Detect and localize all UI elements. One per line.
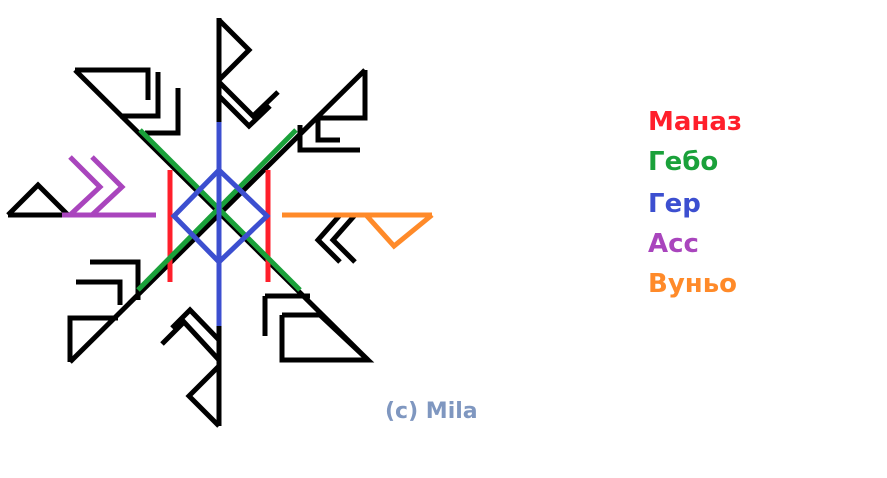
copyright-credit: (c) Mila (385, 399, 478, 424)
legend-item-wunjo: Вуньо (648, 269, 738, 299)
legend-item-ger: Гер (648, 189, 701, 219)
wunjo-rune-strokes (282, 212, 434, 250)
manaz-rune-strokes (167, 170, 271, 282)
legend-item-gebo: Гебо (648, 147, 719, 177)
black-rune-strokes (6, 18, 375, 428)
ass-rune-strokes (62, 155, 156, 218)
legend-item-manaz: Маназ (648, 107, 743, 137)
ger-rune-strokes (170, 122, 271, 326)
legend-item-ass: Асс (648, 229, 699, 259)
